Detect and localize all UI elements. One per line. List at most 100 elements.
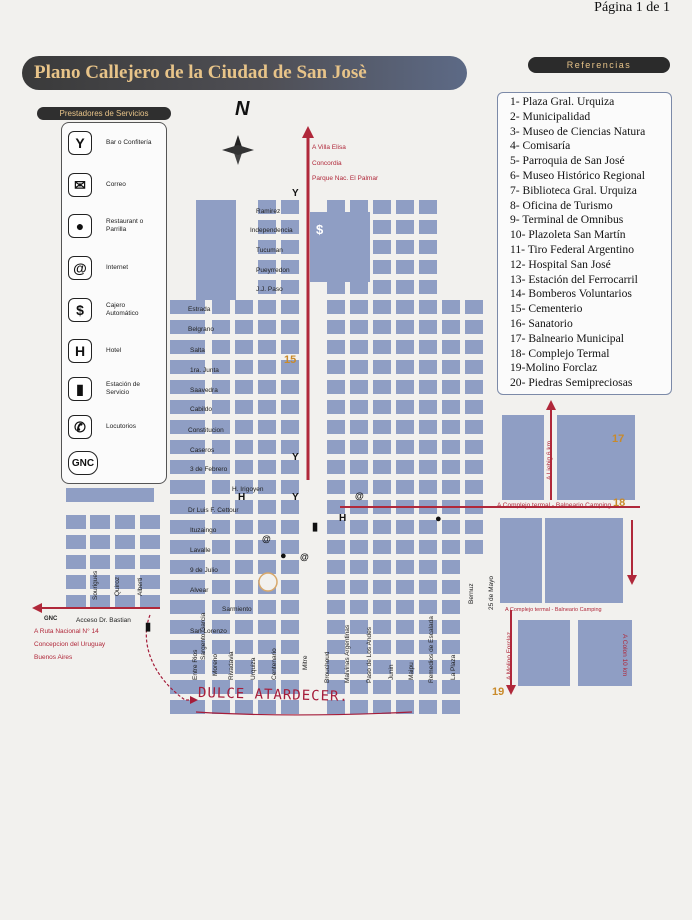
city-block	[212, 340, 230, 354]
cocktail-icon[interactable]: Y	[292, 452, 299, 463]
city-block	[212, 400, 230, 414]
city-block	[327, 620, 345, 634]
city-block	[350, 440, 368, 454]
city-block	[258, 660, 276, 674]
city-block	[465, 520, 483, 534]
city-block	[442, 620, 460, 634]
phone-icon: ✆	[68, 415, 92, 439]
service-label: Bar o Confitería	[106, 139, 152, 146]
city-block	[281, 500, 299, 514]
atm-icon[interactable]: $	[316, 222, 324, 237]
city-block	[396, 340, 414, 354]
city-block	[258, 380, 276, 394]
city-block	[235, 680, 253, 694]
city-block	[235, 340, 253, 354]
city-block	[258, 260, 276, 274]
city-block	[327, 460, 345, 474]
city-block	[327, 200, 345, 214]
service-label: Restaurant o Parrilla	[106, 218, 144, 233]
city-block	[327, 580, 345, 594]
fuel-station-icon[interactable]: ▮	[312, 521, 319, 533]
city-block	[258, 340, 276, 354]
city-block	[442, 680, 460, 694]
city-block	[419, 200, 437, 214]
city-block	[281, 540, 299, 554]
gnc-icon: GNC	[68, 451, 98, 475]
city-block	[281, 300, 299, 314]
city-block	[419, 460, 437, 474]
city-block	[373, 260, 391, 274]
city-block	[327, 700, 345, 714]
city-block	[281, 520, 299, 534]
city-block	[235, 640, 253, 654]
references-list: 1- Plaza Gral. Urquiza 2- Municipalidad …	[497, 92, 672, 395]
city-block	[170, 300, 205, 314]
services-heading: Prestadores de Servicios	[37, 107, 171, 120]
city-block	[235, 620, 253, 634]
city-block	[66, 515, 86, 529]
city-block	[235, 560, 253, 574]
city-block	[327, 560, 345, 574]
city-block	[212, 640, 230, 654]
city-block	[373, 200, 391, 214]
city-block	[212, 440, 230, 454]
street-label: 9 de Julio	[190, 567, 218, 574]
city-block	[442, 420, 460, 434]
fuel-station-icon[interactable]: ▮	[145, 621, 152, 633]
city-block	[350, 300, 368, 314]
route-label: A Complejo termal - Balneario Camping	[497, 502, 612, 509]
city-block	[212, 320, 230, 334]
restaurant-icon[interactable]: ●	[280, 550, 287, 562]
city-block	[170, 400, 205, 414]
reference-item: 15- Cementerio	[510, 302, 583, 316]
street-label: Caseros	[190, 447, 215, 454]
city-block	[281, 360, 299, 374]
route-label: A Villa Elisa	[312, 144, 346, 151]
internet-icon[interactable]: @	[300, 552, 309, 562]
hotel-icon[interactable]: H	[339, 513, 347, 524]
route-label: A Ruta Nacional N° 14	[34, 628, 99, 635]
city-block	[66, 595, 86, 609]
city-block	[281, 440, 299, 454]
street-map[interactable]	[0, 100, 692, 740]
reference-item: 13- Estación del Ferrocarril	[510, 272, 638, 286]
city-block	[281, 340, 299, 354]
city-block	[350, 320, 368, 334]
cocktail-icon[interactable]: Y	[292, 188, 299, 199]
reference-item: 12- Hospital San José	[510, 257, 611, 271]
city-block	[258, 400, 276, 414]
city-block	[373, 220, 391, 234]
city-block	[396, 560, 414, 574]
city-block	[66, 488, 154, 502]
city-block	[258, 280, 276, 294]
city-block	[281, 220, 299, 234]
city-block	[373, 460, 391, 474]
street-label: Sarmiento	[222, 606, 252, 613]
city-block	[196, 200, 236, 300]
city-block	[350, 400, 368, 414]
city-block	[212, 540, 230, 554]
cocktail-icon[interactable]: Y	[292, 492, 299, 503]
city-block	[545, 518, 623, 603]
restaurant-icon[interactable]: ●	[435, 513, 442, 525]
internet-icon[interactable]: @	[262, 534, 271, 544]
street-label: Saavedra	[190, 387, 218, 394]
city-block	[327, 380, 345, 394]
city-block	[235, 660, 253, 674]
landmark-number: 19	[492, 686, 505, 698]
city-block	[419, 300, 437, 314]
city-block	[557, 415, 635, 500]
hotel-icon[interactable]: H	[238, 492, 246, 503]
city-block	[396, 480, 414, 494]
city-block	[212, 600, 230, 614]
city-block	[373, 320, 391, 334]
street-label: Constitucion	[188, 427, 224, 434]
internet-icon[interactable]: @	[355, 491, 364, 501]
city-block	[170, 600, 205, 614]
city-block	[396, 420, 414, 434]
route-label: Concepcion del Uruguay	[34, 641, 106, 648]
city-block	[396, 660, 414, 674]
city-block	[373, 380, 391, 394]
city-block	[281, 400, 299, 414]
reference-item: 11- Tiro Federal Argentino	[510, 242, 634, 256]
